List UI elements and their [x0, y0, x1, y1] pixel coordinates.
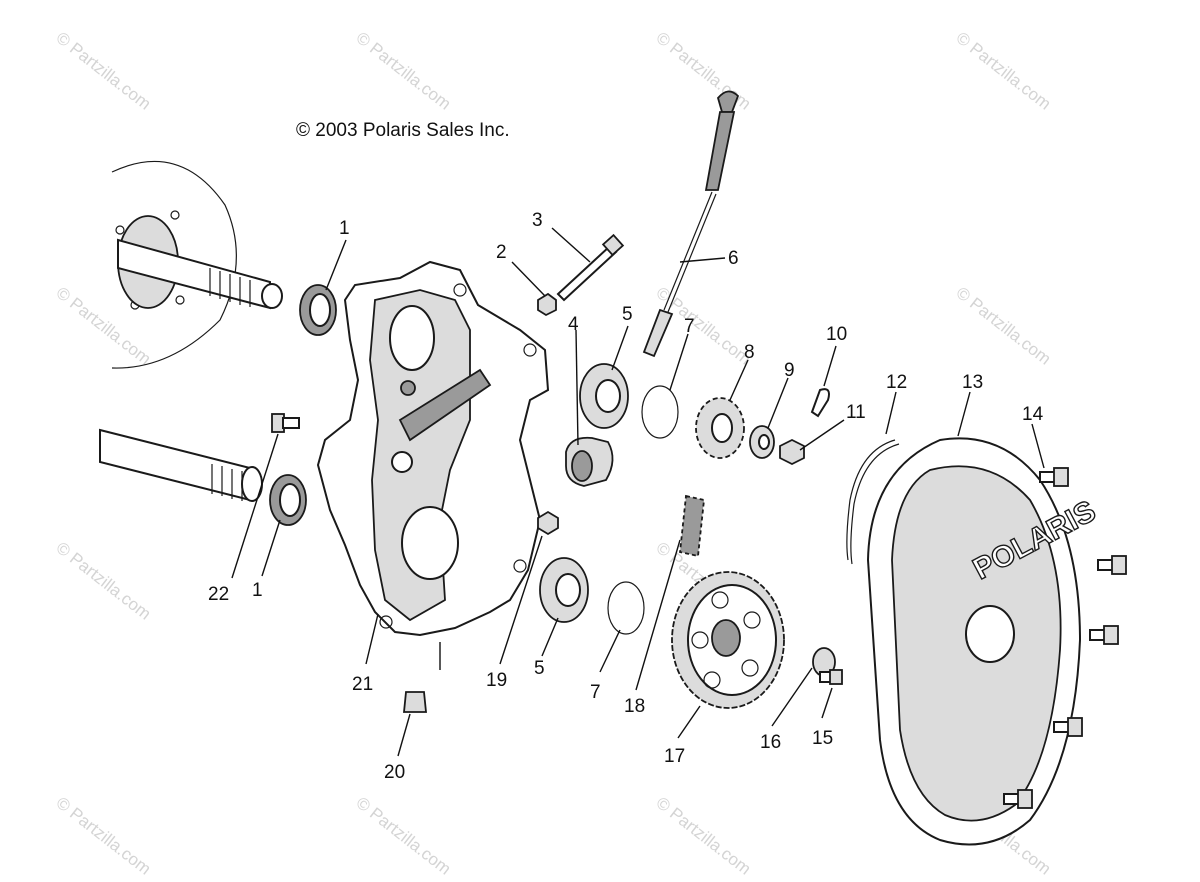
watermark-text: © Partzilla.com [53, 793, 155, 877]
callout-6: 6 [728, 248, 739, 269]
washer-9 [749, 425, 775, 459]
bearing-5-lower [539, 557, 589, 623]
watermark-text: © Partzilla.com [953, 283, 1055, 369]
callout-15: 15 [812, 728, 833, 749]
callout-9: 9 [784, 360, 795, 381]
watermark-text: © Partzilla.com [353, 28, 455, 114]
callout-1-upper: 1 [339, 218, 350, 239]
watermark-text: © Partzilla.com [653, 793, 755, 877]
nut-11 [779, 438, 805, 466]
callout-21: 21 [352, 674, 373, 695]
watermark-text: © Partzilla.com [653, 28, 755, 114]
callout-1-lower: 1 [252, 580, 263, 601]
callout-7-upper: 7 [684, 316, 695, 337]
lower-shaft [99, 428, 263, 502]
gasket-12 [846, 439, 896, 561]
callout-3: 3 [532, 210, 543, 231]
callout-20: 20 [384, 762, 405, 783]
chain-18 [679, 494, 705, 558]
callout-10: 10 [826, 324, 847, 345]
sprocket-8 [695, 397, 745, 459]
callout-11: 11 [846, 402, 866, 423]
callout-19: 19 [486, 670, 507, 691]
callout-18: 18 [624, 696, 645, 717]
bolt-3 [556, 233, 625, 302]
bolt-22 [271, 413, 300, 433]
callout-2: 2 [496, 242, 507, 263]
plug-20 [403, 691, 427, 713]
snap-ring-7-lower [607, 581, 645, 635]
nut-19 [537, 510, 559, 536]
callout-22: 22 [208, 584, 229, 605]
gear-17 [671, 571, 785, 709]
callout-5-lower: 5 [534, 658, 545, 679]
watermark-text: © Partzilla.com [353, 793, 455, 877]
cover-13: POLARIS [866, 437, 1102, 846]
callout-12: 12 [886, 372, 907, 393]
watermark-text: © Partzilla.com [953, 28, 1055, 114]
gear-case [316, 260, 550, 637]
callout-17: 17 [664, 746, 685, 767]
seal-lower [269, 474, 307, 526]
cotter-pin-10 [810, 388, 830, 418]
callout-5-upper: 5 [622, 304, 633, 325]
callout-4: 4 [568, 314, 579, 335]
callout-7-lower: 7 [590, 682, 601, 703]
callout-14: 14 [1022, 404, 1044, 425]
upper-shaft-assembly [111, 160, 283, 369]
snap-ring-7-upper [641, 385, 679, 439]
tensioner-4 [565, 436, 614, 487]
nut-2 [537, 292, 557, 317]
dipstick-6 [642, 90, 740, 358]
copyright-text: © 2003 Polaris Sales Inc. [296, 120, 510, 141]
bearing-5-upper [579, 363, 629, 429]
callout-labels: 1 2 3 4 5 6 7 8 9 10 11 12 13 14 15 16 1… [208, 210, 1044, 783]
watermark-text: © Partzilla.com [53, 538, 155, 624]
bolt-15 [819, 669, 843, 685]
callout-16: 16 [760, 732, 781, 753]
seal-upper [299, 284, 337, 336]
leader-lines [231, 227, 1045, 757]
bolts-14 [1003, 467, 1127, 809]
callout-13: 13 [962, 372, 983, 393]
callout-8: 8 [744, 342, 755, 363]
watermark-text: © Partzilla.com [53, 28, 155, 114]
